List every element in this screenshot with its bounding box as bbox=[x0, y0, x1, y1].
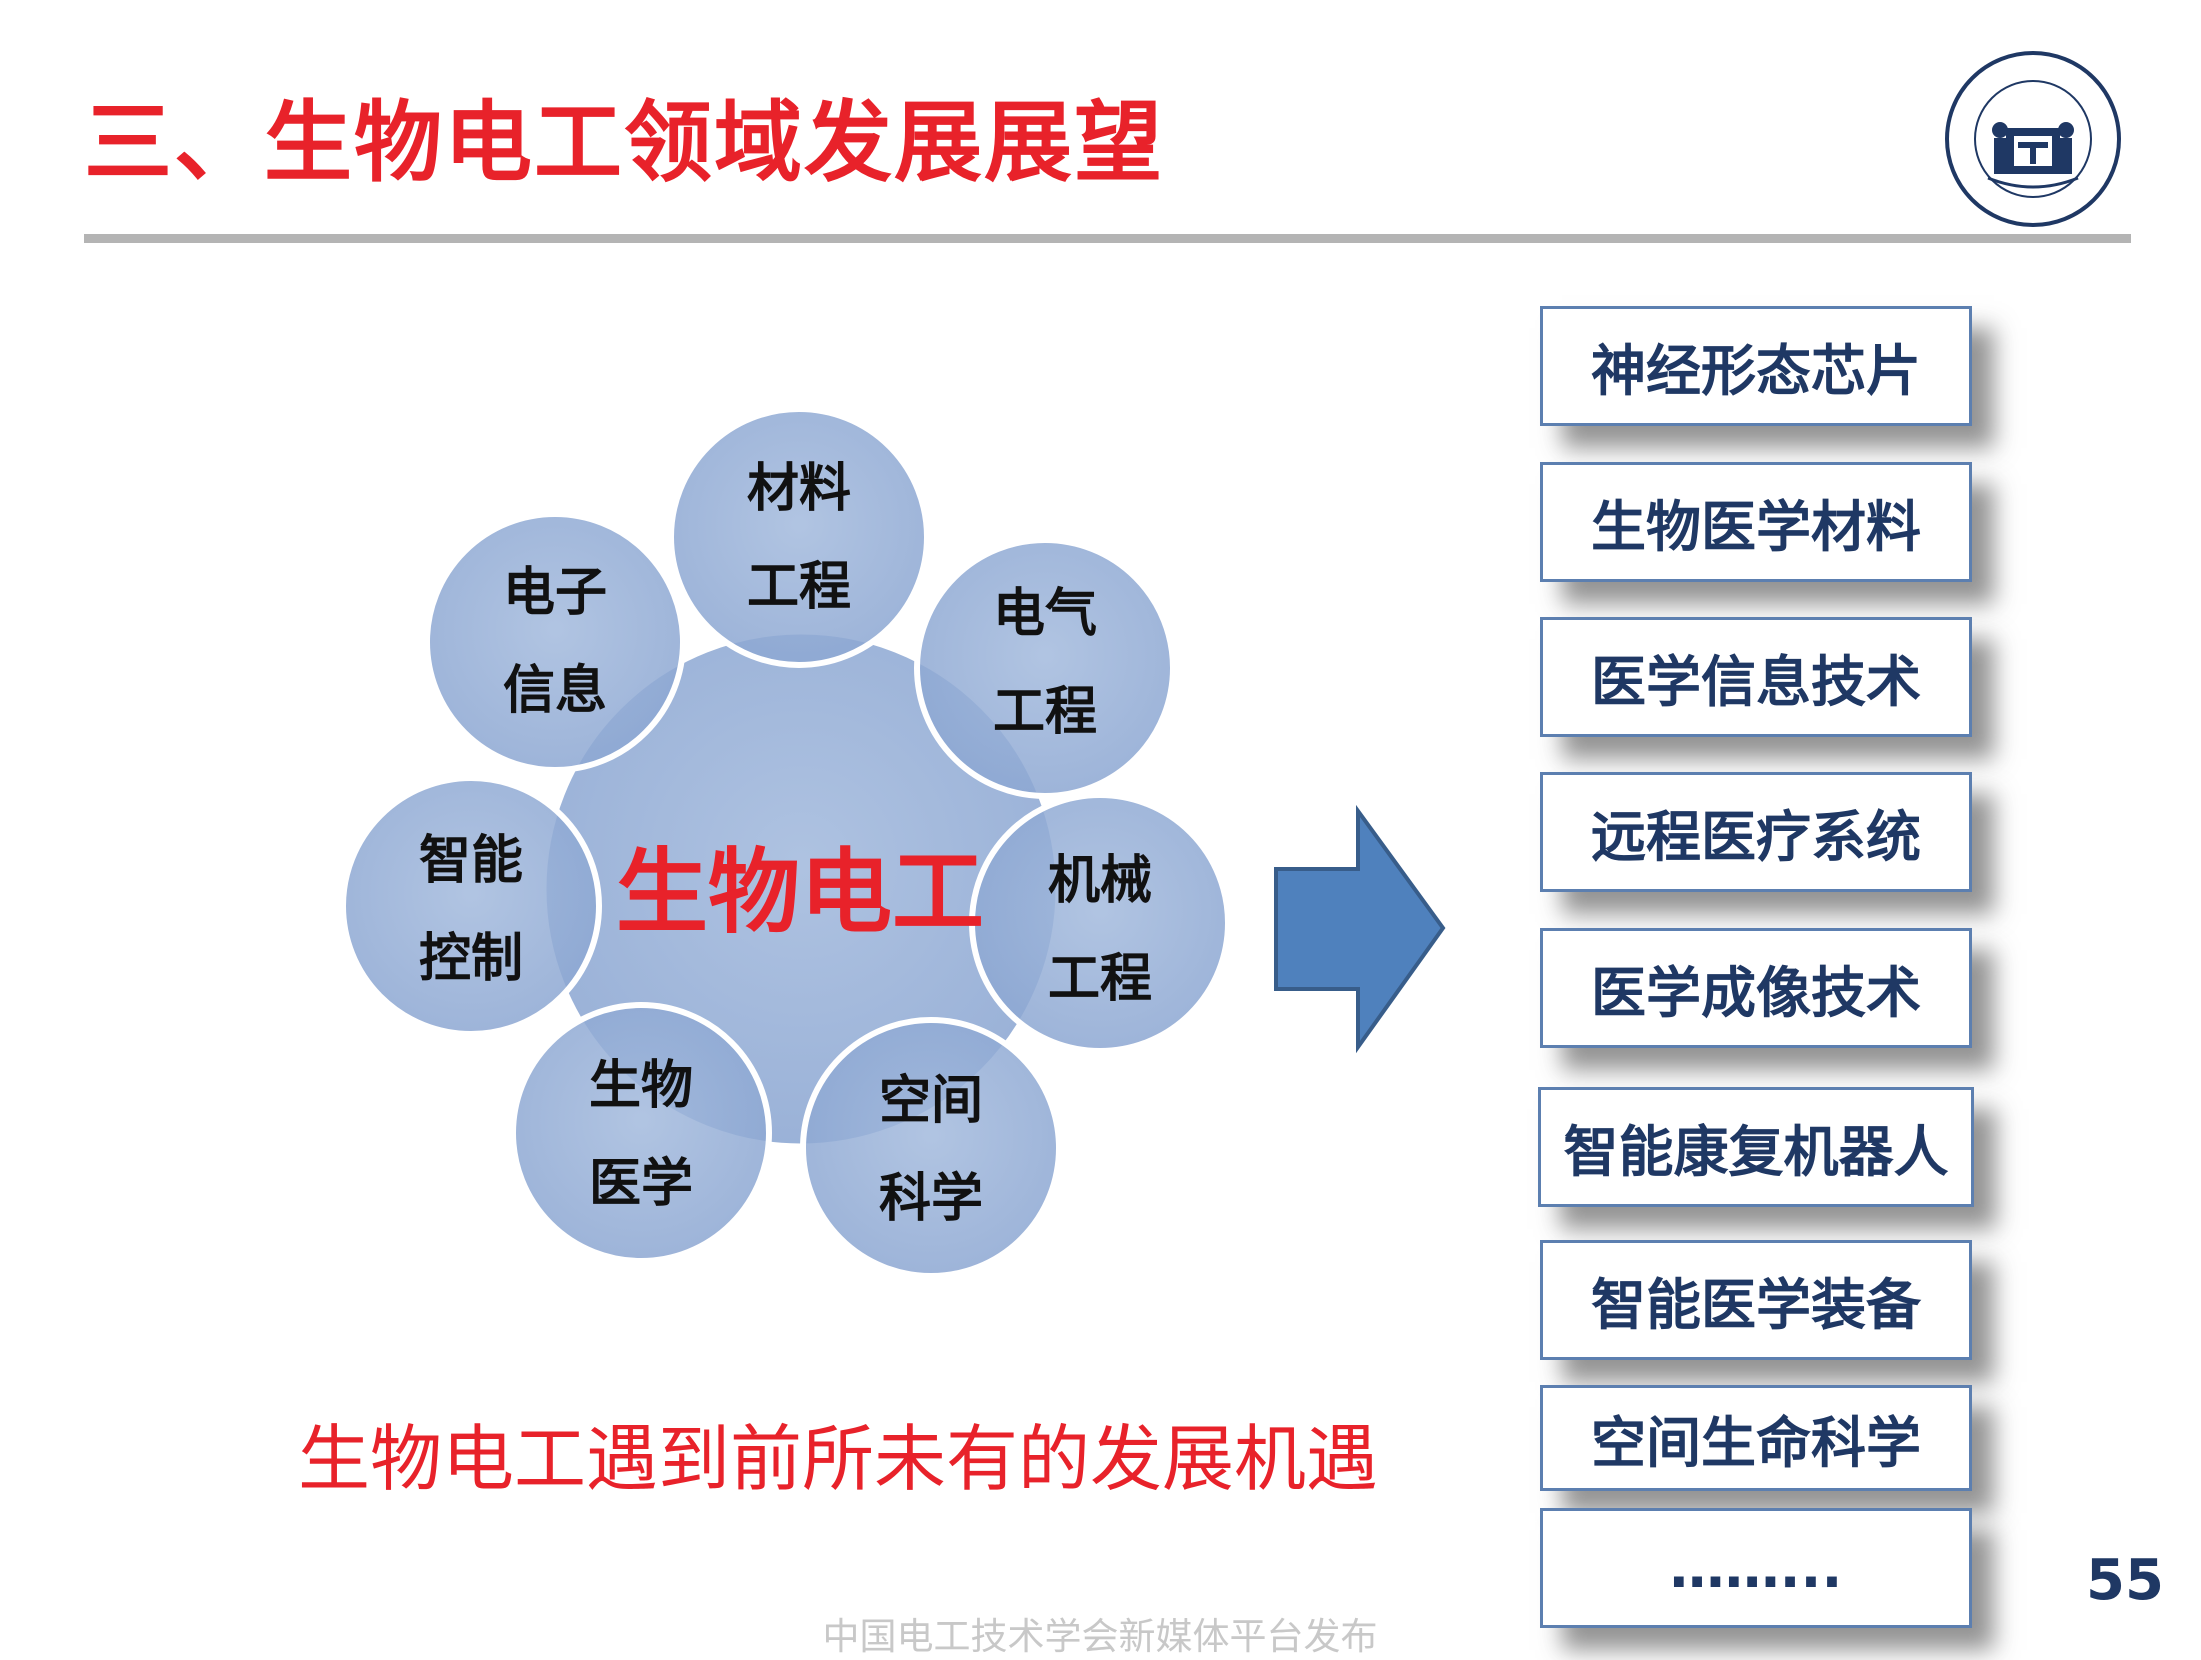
slide-title: 三、生物电工领域发展展望 bbox=[84, 91, 1165, 194]
application-box-space-life-science[interactable]: 空间生命科学 bbox=[1540, 1385, 1972, 1491]
center-label: 生物电工 bbox=[615, 839, 984, 946]
node-circle-electrical[interactable] bbox=[914, 537, 1176, 799]
node-circle-mechanical[interactable] bbox=[969, 792, 1231, 1054]
node-circle-space[interactable] bbox=[800, 1017, 1062, 1279]
application-box-medical-equipment[interactable]: 智能医学装备 bbox=[1540, 1240, 1972, 1360]
application-box-neuromorphic-chip[interactable]: 神经形态芯片 bbox=[1540, 306, 1972, 426]
title-divider bbox=[84, 234, 2131, 243]
page-number: 55 bbox=[2086, 1548, 2164, 1613]
node-label-space: 空间 科学 bbox=[878, 1071, 983, 1229]
node-circle-materials[interactable] bbox=[668, 406, 930, 668]
application-box-biomedical-materials[interactable]: 生物医学材料 bbox=[1540, 462, 1972, 582]
node-label-electrical: 电气 工程 bbox=[992, 584, 1097, 742]
right-arrow-icon bbox=[1274, 804, 1446, 1054]
application-box-medical-info-tech[interactable]: 医学信息技术 bbox=[1540, 617, 1972, 737]
application-box-more[interactable]: ……... bbox=[1540, 1508, 1972, 1628]
slide-subtitle: 生物电工遇到前所未有的发展机遇 bbox=[297, 1417, 1378, 1501]
node-label-electronics: 电子 信息 bbox=[502, 563, 607, 721]
university-logo bbox=[1945, 51, 2121, 227]
footer-credit: 中国电工技术学会新媒体平台发布 bbox=[822, 1615, 1378, 1658]
node-label-mechanical: 机械 工程 bbox=[1047, 851, 1152, 1009]
node-circle-biomedicine[interactable] bbox=[510, 1002, 772, 1264]
node-label-control: 智能 控制 bbox=[418, 831, 523, 989]
application-box-telemedicine[interactable]: 远程医疗系统 bbox=[1540, 772, 1972, 892]
node-label-biomedicine: 生物 医学 bbox=[588, 1056, 693, 1214]
application-box-rehab-robot[interactable]: 智能康复机器人 bbox=[1538, 1087, 1974, 1207]
application-box-medical-imaging[interactable]: 医学成像技术 bbox=[1540, 928, 1972, 1048]
node-circle-electronics[interactable] bbox=[424, 511, 686, 773]
node-label-materials: 材料 工程 bbox=[746, 459, 851, 617]
node-circle-control[interactable] bbox=[340, 775, 602, 1037]
